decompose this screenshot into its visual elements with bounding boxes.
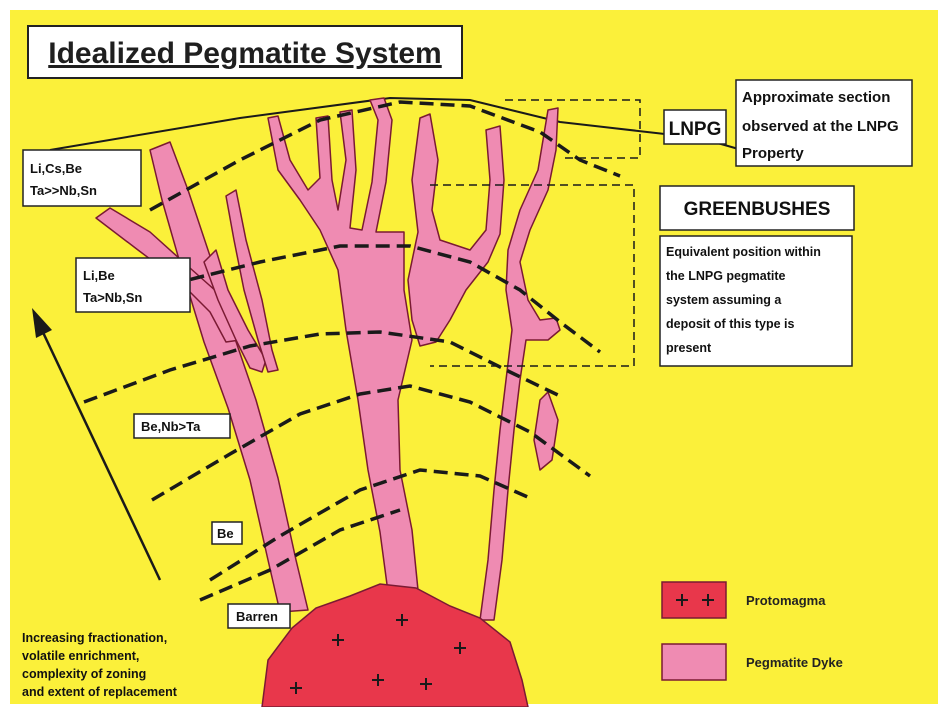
arrow-caption-line4: and extent of replacement (22, 685, 178, 699)
lnpg-note-line1: Approximate section (742, 89, 890, 106)
greenbushes-note-line4: deposit of this type is (666, 317, 795, 331)
page-title: Idealized Pegmatite System (48, 37, 442, 70)
lnpg-note-line2: observed at the LNPG (742, 118, 899, 135)
greenbushes-note-line1: Equivalent position within (666, 245, 821, 259)
zone-label-3: Be,Nb>Ta (141, 419, 201, 434)
zone-label-5: Barren (236, 609, 278, 624)
arrow-caption-line2: volatile enrichment, (22, 649, 139, 663)
pegmatite-swatch-icon (662, 644, 726, 680)
arrow-caption-line3: complexity of zoning (22, 667, 146, 681)
greenbushes-note-line3: system assuming a (666, 293, 782, 307)
legend-label-pegmatite: Pegmatite Dyke (746, 655, 843, 670)
greenbushes-note-line5: present (666, 341, 712, 355)
greenbushes-note-line2: the LNPG pegmatite (666, 269, 786, 283)
zone-label-2-line2: Ta>Nb,Sn (83, 290, 142, 305)
zone-label-2-line1: Li,Be (83, 268, 115, 283)
zone-label-1-line1: Li,Cs,Be (30, 161, 82, 176)
legend-label-protomagma: Protomagma (746, 593, 826, 608)
zone-label-4: Be (217, 526, 234, 541)
arrow-caption-line1: Increasing fractionation, (22, 631, 167, 645)
zone-label-1-line2: Ta>>Nb,Sn (30, 183, 97, 198)
lnpg-note-line3: Property (742, 145, 804, 162)
protomagma-swatch-icon (662, 582, 726, 618)
lnpg-label: LNPG (669, 119, 722, 140)
greenbushes-label: GREENBUSHES (684, 199, 831, 220)
